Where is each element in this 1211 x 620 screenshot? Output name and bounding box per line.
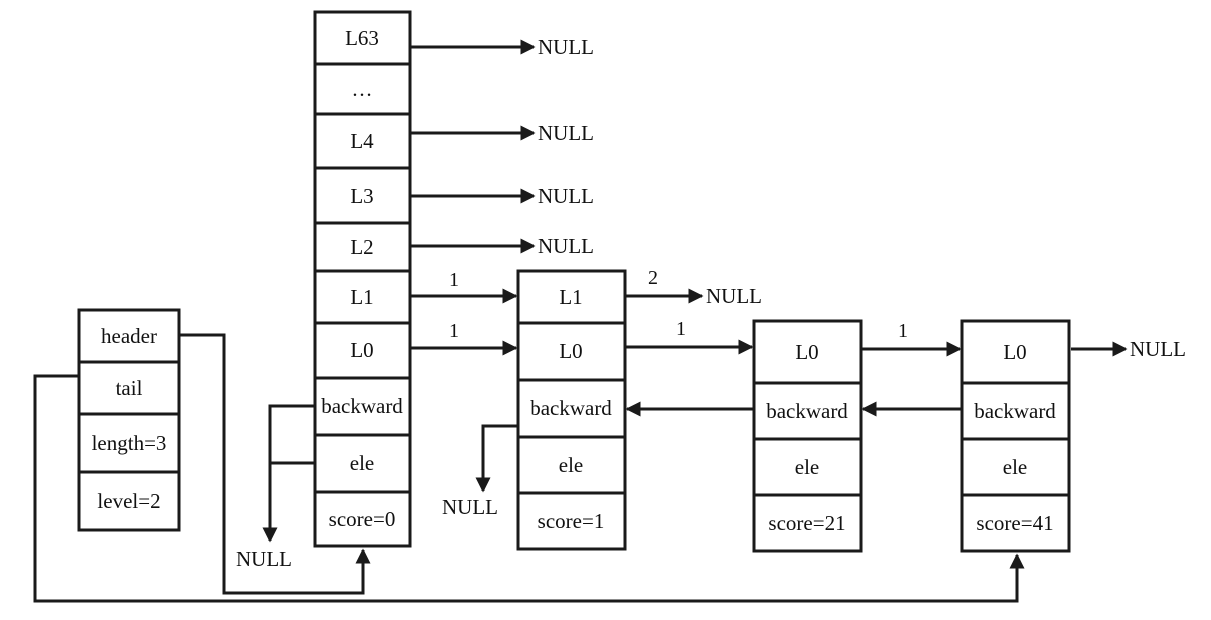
node-3: L0 backward ele score=41: [960, 319, 1071, 553]
header-l0-span: 1: [449, 320, 459, 342]
field-level-cell: [77, 470, 181, 532]
node3-level-l0: L0: [1003, 340, 1026, 364]
node2-ele: ele: [795, 455, 819, 479]
header-score-cell: [313, 490, 412, 548]
header-backward-cell: [313, 376, 412, 437]
field-header: header: [101, 324, 157, 348]
node1-backward-null-label: NULL: [442, 495, 498, 519]
node2-score: score=21: [768, 511, 845, 535]
header-level-l3: L3: [350, 184, 373, 208]
node1-level-l0: L0: [559, 339, 582, 363]
node3-score: score=41: [976, 511, 1053, 535]
zskiplist-struct: header tail length=3 level=2: [77, 308, 181, 532]
level-l1-links: 1 2 NULL: [410, 267, 762, 308]
node1-backward: backward: [530, 396, 612, 420]
node-2: L0 backward ele score=21: [752, 319, 863, 553]
node1-l1-null-label: NULL: [706, 284, 762, 308]
field-tail: tail: [116, 376, 143, 400]
list-pointers: [33, 333, 1025, 603]
header-ele: ele: [350, 451, 374, 475]
header-level-l1-cell: [313, 269, 412, 325]
node2-level-l0-cell: [752, 319, 863, 385]
node1-backward-cell: [516, 378, 627, 439]
header-level-l3-cell: [313, 166, 412, 225]
node3-backward: backward: [974, 399, 1056, 423]
header-level-l2: L2: [350, 235, 373, 259]
header-level-l0: L0: [350, 338, 373, 362]
header-level-ellipsis: …: [352, 77, 373, 101]
header-l1-span: 1: [449, 269, 459, 291]
header-level-l1: L1: [350, 285, 373, 309]
header-level-l0-cell: [313, 321, 412, 380]
header-score: score=0: [329, 507, 396, 531]
node2-level-l0: L0: [795, 340, 818, 364]
node1-level-l0-cell: [516, 321, 627, 382]
node3-ele: ele: [1003, 455, 1027, 479]
field-length: length=3: [92, 431, 167, 455]
node2-backward: backward: [766, 399, 848, 423]
header-level-ellipsis-cell: [313, 62, 412, 116]
level-l0-links: 1 1 1 NULL: [410, 318, 1186, 361]
node1-score: score=1: [538, 509, 605, 533]
node1-ele: ele: [559, 453, 583, 477]
tail-pointer-arrow: [33, 374, 1025, 603]
node1-l1-span: 2: [648, 267, 658, 289]
node3-score-cell: [960, 493, 1071, 553]
header-level-l4: L4: [350, 129, 374, 153]
node2-score-cell: [752, 493, 863, 553]
node1-score-cell: [516, 491, 627, 551]
node3-level-l0-cell: [960, 319, 1071, 385]
l4-null-label: NULL: [538, 121, 594, 145]
backward-pointers: NULL NULL: [236, 401, 962, 571]
header-pointer-arrow: [179, 333, 371, 595]
node1-level-l1: L1: [559, 285, 582, 309]
header-level-l63: L63: [345, 26, 379, 50]
header-backward-null-label: NULL: [236, 547, 292, 571]
node2-backward-cell: [752, 381, 863, 441]
node2-l0-span: 1: [898, 320, 908, 342]
header-backward: backward: [321, 394, 403, 418]
node-1: L1 L0 backward ele score=1: [516, 269, 627, 551]
l3-null-label: NULL: [538, 184, 594, 208]
node3-l0-null-label: NULL: [1130, 337, 1186, 361]
header-node: L63 … L4 L3 L2 L1 L0 backward ele score=…: [313, 10, 412, 548]
node2-ele-cell: [752, 437, 863, 497]
l2-null-label: NULL: [538, 234, 594, 258]
header-null-pointers: NULL NULL NULL NULL: [410, 35, 594, 258]
header-backward-arrow: [262, 404, 315, 543]
node1-backward-arrow: [475, 424, 518, 493]
field-level: level=2: [97, 489, 160, 513]
node1-l0-span: 1: [676, 318, 686, 340]
l63-null-label: NULL: [538, 35, 594, 59]
